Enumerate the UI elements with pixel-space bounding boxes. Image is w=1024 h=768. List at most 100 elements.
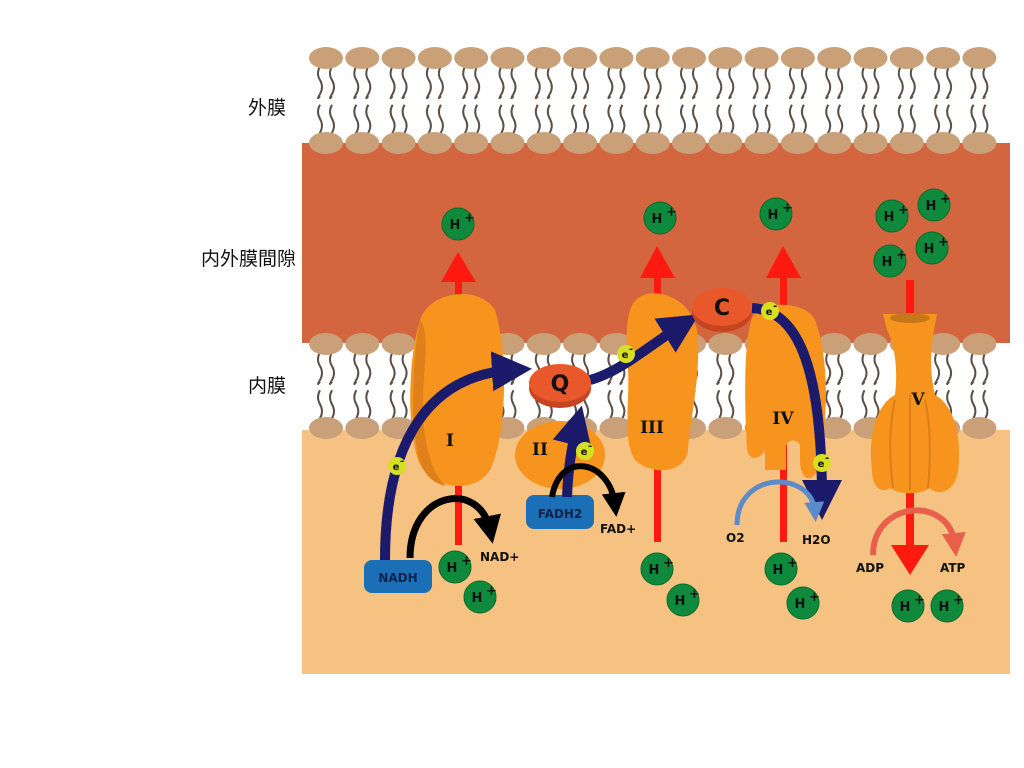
phospholipid bbox=[780, 47, 815, 154]
svg-text:H: H bbox=[900, 600, 911, 615]
atp-label: ATP bbox=[940, 561, 966, 575]
phospholipid bbox=[708, 47, 743, 154]
nadh-box: NADH bbox=[364, 560, 432, 593]
nadh-to-nad-arrow bbox=[406, 495, 501, 559]
svg-text:e: e bbox=[622, 350, 629, 361]
proton-h-plus: H+ bbox=[438, 550, 472, 584]
cytochrome-c[interactable]: C bbox=[692, 288, 752, 332]
phospholipid bbox=[345, 333, 380, 439]
svg-text:FADH2: FADH2 bbox=[538, 507, 582, 521]
phospholipid bbox=[563, 47, 598, 154]
phospholipid bbox=[454, 47, 489, 154]
electron-e-minus: e- bbox=[813, 453, 831, 472]
electron-e-minus: e- bbox=[388, 456, 406, 475]
proton-h-plus: H+ bbox=[643, 201, 677, 235]
proton-h-plus: H+ bbox=[915, 231, 949, 265]
phospholipid bbox=[381, 47, 416, 154]
svg-text:+: + bbox=[938, 235, 949, 250]
phospholipid bbox=[345, 47, 380, 154]
h2o-label: H2O bbox=[802, 533, 831, 547]
svg-text:+: + bbox=[896, 248, 907, 263]
nad-plus-label: NAD+ bbox=[480, 550, 519, 564]
phospholipid bbox=[309, 333, 343, 439]
svg-text:H: H bbox=[926, 199, 937, 214]
svg-text:H: H bbox=[924, 242, 935, 257]
phospholipid bbox=[817, 47, 852, 154]
svg-text:e: e bbox=[818, 459, 825, 470]
proton-h-plus: H+ bbox=[930, 589, 964, 623]
proton-h-plus: H+ bbox=[640, 552, 674, 586]
complex-ii-label: II bbox=[532, 440, 548, 460]
proton-h-plus: H+ bbox=[875, 199, 909, 233]
phospholipid bbox=[672, 47, 706, 154]
proton-h-plus: H+ bbox=[666, 583, 700, 617]
svg-text:NADH: NADH bbox=[378, 571, 417, 585]
adp-label: ADP bbox=[856, 561, 884, 575]
svg-text:H: H bbox=[882, 255, 893, 270]
phospholipid bbox=[926, 47, 961, 154]
o2-to-h2o-arrow bbox=[734, 479, 825, 526]
phospholipid bbox=[417, 47, 452, 154]
complex-i-label: I bbox=[446, 431, 454, 451]
inner-membrane-label: 内膜 bbox=[248, 375, 286, 397]
svg-text:+: + bbox=[689, 587, 700, 602]
svg-text:+: + bbox=[782, 201, 793, 216]
phospholipid bbox=[490, 47, 525, 154]
outer-membrane-label: 外膜 bbox=[248, 97, 286, 119]
svg-text:+: + bbox=[461, 554, 472, 569]
svg-text:H: H bbox=[768, 208, 779, 223]
proton-h-plus: H+ bbox=[873, 244, 907, 278]
proton-h-plus: H+ bbox=[764, 552, 798, 586]
complex-iii-label: III bbox=[640, 418, 664, 438]
svg-text:H: H bbox=[795, 597, 806, 612]
electron-e-minus: e- bbox=[761, 301, 779, 320]
svg-text:+: + bbox=[809, 590, 820, 605]
adp-to-atp-arrow bbox=[870, 507, 966, 557]
svg-text:+: + bbox=[940, 192, 951, 207]
arrow-up-icon bbox=[441, 252, 476, 282]
proton-h-plus: H+ bbox=[441, 207, 475, 241]
svg-text:H: H bbox=[773, 563, 784, 578]
svg-text:-: - bbox=[400, 456, 404, 467]
q-label: Q bbox=[551, 372, 570, 397]
svg-text:H: H bbox=[652, 212, 663, 227]
svg-text:H: H bbox=[472, 591, 483, 606]
proton-h-plus: H+ bbox=[891, 589, 925, 623]
svg-text:-: - bbox=[588, 441, 592, 452]
complex-iv-label: IV bbox=[772, 409, 794, 429]
svg-text:+: + bbox=[464, 211, 475, 226]
svg-text:e: e bbox=[393, 462, 400, 473]
svg-text:+: + bbox=[898, 203, 909, 218]
ubiquinone-q[interactable]: Q bbox=[529, 364, 591, 408]
complex-v-atp-synthase[interactable]: V bbox=[870, 313, 960, 494]
svg-text:+: + bbox=[666, 205, 677, 220]
complex-iii[interactable]: III bbox=[626, 293, 699, 471]
svg-text:-: - bbox=[825, 453, 829, 464]
phospholipid bbox=[853, 47, 888, 154]
svg-text:H: H bbox=[649, 563, 660, 578]
intermembrane-space-label: 内外膜間隙 bbox=[201, 248, 296, 270]
fadh2-to-fad-arrow bbox=[549, 463, 626, 517]
phospholipid bbox=[962, 333, 997, 439]
phospholipid bbox=[889, 47, 924, 154]
svg-text:+: + bbox=[663, 556, 674, 571]
proton-h-plus: H+ bbox=[917, 188, 951, 222]
phospholipid bbox=[526, 47, 561, 154]
svg-text:H: H bbox=[939, 600, 950, 615]
svg-text:+: + bbox=[953, 593, 964, 608]
proton-h-plus: H+ bbox=[759, 197, 793, 231]
svg-text:e: e bbox=[766, 307, 773, 318]
svg-text:e: e bbox=[581, 447, 588, 458]
o2-label: O2 bbox=[726, 531, 745, 545]
arrow-down-icon bbox=[891, 545, 929, 575]
phospholipid bbox=[744, 47, 779, 154]
fadh2-box: FADH2 bbox=[526, 495, 594, 529]
phospholipid bbox=[599, 47, 634, 154]
svg-text:+: + bbox=[486, 584, 497, 599]
svg-text:H: H bbox=[447, 561, 458, 576]
phospholipid bbox=[817, 333, 852, 439]
phospholipid bbox=[381, 333, 416, 439]
c-label: C bbox=[714, 296, 730, 321]
arrow-up-icon bbox=[766, 246, 801, 278]
